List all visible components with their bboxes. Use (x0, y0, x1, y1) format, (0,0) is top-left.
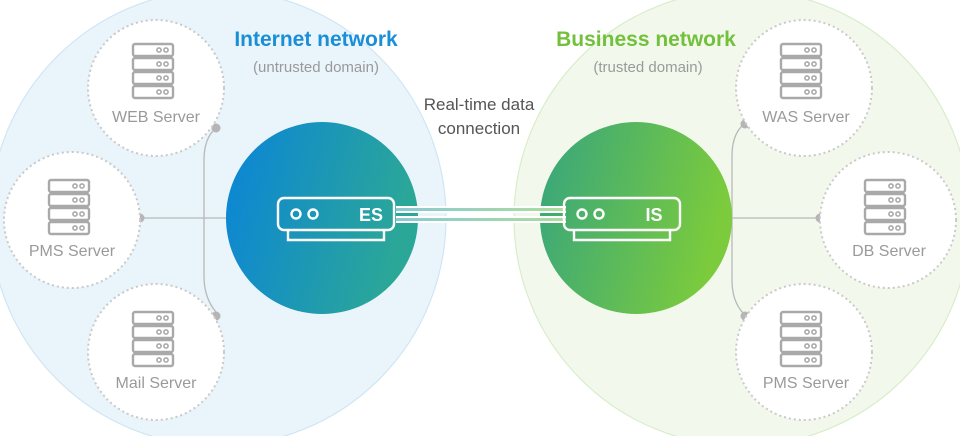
server-label: WEB Server (112, 109, 201, 126)
server-label: Mail Server (116, 375, 198, 392)
realtime-link (396, 206, 566, 223)
es-node-circle (226, 122, 418, 314)
server-node-web: WEB Server (87, 19, 225, 157)
is-node-circle (540, 122, 732, 314)
is-label: IS (645, 205, 662, 225)
left-connector-lines (140, 127, 232, 313)
business-network-subtitle: (trusted domain) (593, 59, 702, 76)
is-device: IS (562, 196, 682, 242)
server-node-mail: Mail Server (87, 283, 225, 421)
server-node-was: WAS Server (735, 19, 873, 157)
server-label: DB Server (852, 243, 926, 260)
server-label: WAS Server (762, 109, 850, 126)
server-node-pms-left: PMS Server (3, 151, 141, 289)
web-server-link-dot (211, 123, 221, 133)
server-label: PMS Server (29, 243, 116, 260)
connection-label-line1: Real-time data (424, 95, 535, 114)
internet-network-title: Internet network (234, 28, 398, 51)
es-device: ES (276, 196, 396, 242)
connection-label-line2: connection (438, 119, 520, 138)
network-appliance-icon (562, 196, 682, 242)
server-node-pms-right: PMS Server (735, 283, 873, 421)
business-network-title: Business network (556, 28, 736, 51)
es-label: ES (359, 205, 383, 225)
network-appliance-icon (276, 196, 396, 242)
server-node-db: DB Server (819, 151, 957, 289)
server-label: PMS Server (763, 375, 850, 392)
internet-network-subtitle: (untrusted domain) (253, 59, 379, 76)
